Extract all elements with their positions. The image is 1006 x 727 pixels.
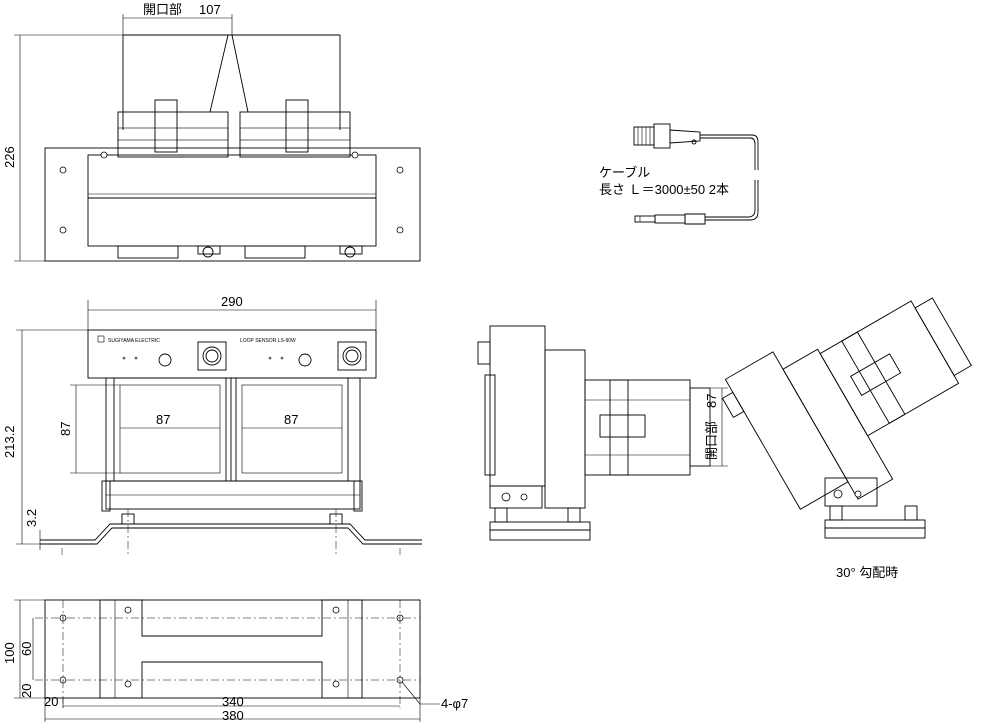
top-opening-value: 107 <box>199 2 221 17</box>
front-brand-text: SUGIYAMA ELECTRIC <box>108 338 160 344</box>
front-left-window-width: 87 <box>156 412 170 427</box>
cable-connector-plug <box>633 126 655 146</box>
side-opening-value: 87 <box>704 394 719 408</box>
front-window-height: 87 <box>58 422 73 436</box>
tilted-view: 30° 勾配時 <box>721 297 972 580</box>
front-height-value: 213.2 <box>2 425 17 458</box>
tilted-caption: 30° 勾配時 <box>836 565 898 580</box>
top-height-value: 226 <box>2 146 17 168</box>
cable-illustration: ケーブル 長さ Ｌ＝3000±50 2本 <box>599 123 759 225</box>
top-opening-label: 開口部 <box>143 2 182 17</box>
bottom-total-width: 380 <box>222 708 244 723</box>
bottom-hole-spec: 4-φ7 <box>441 696 468 711</box>
front-right-window-width: 87 <box>284 412 298 427</box>
top-base-plate <box>44 147 421 262</box>
bottom-edge-offset-left: 20 <box>44 694 58 709</box>
front-view: SUGIYAMA ELECTRIC LOOP SENSOR LS-90W <box>2 294 422 555</box>
top-view: 開口部 107 226 <box>2 2 421 262</box>
front-width-value: 290 <box>221 294 243 309</box>
side-opening-label: 開口部 <box>704 421 719 460</box>
bottom-base-plate <box>44 599 421 699</box>
side-view: 開口部 87 <box>477 325 728 541</box>
bottom-height-total: 100 <box>2 642 17 664</box>
bottom-edge-offset: 20 <box>19 684 34 698</box>
cable-title: ケーブル <box>599 165 650 180</box>
front-model-text: LOOP SENSOR LS-90W <box>240 338 296 344</box>
cable-length-spec: 長さ Ｌ＝3000±50 2本 <box>599 182 729 197</box>
bottom-inner-width: 340 <box>222 694 244 709</box>
bottom-inner-height: 60 <box>19 642 34 656</box>
top-main-body <box>87 154 377 247</box>
front-base-thickness: 3.2 <box>24 509 39 527</box>
bottom-view: 100 60 20 20 340 380 4-φ7 <box>2 599 468 723</box>
